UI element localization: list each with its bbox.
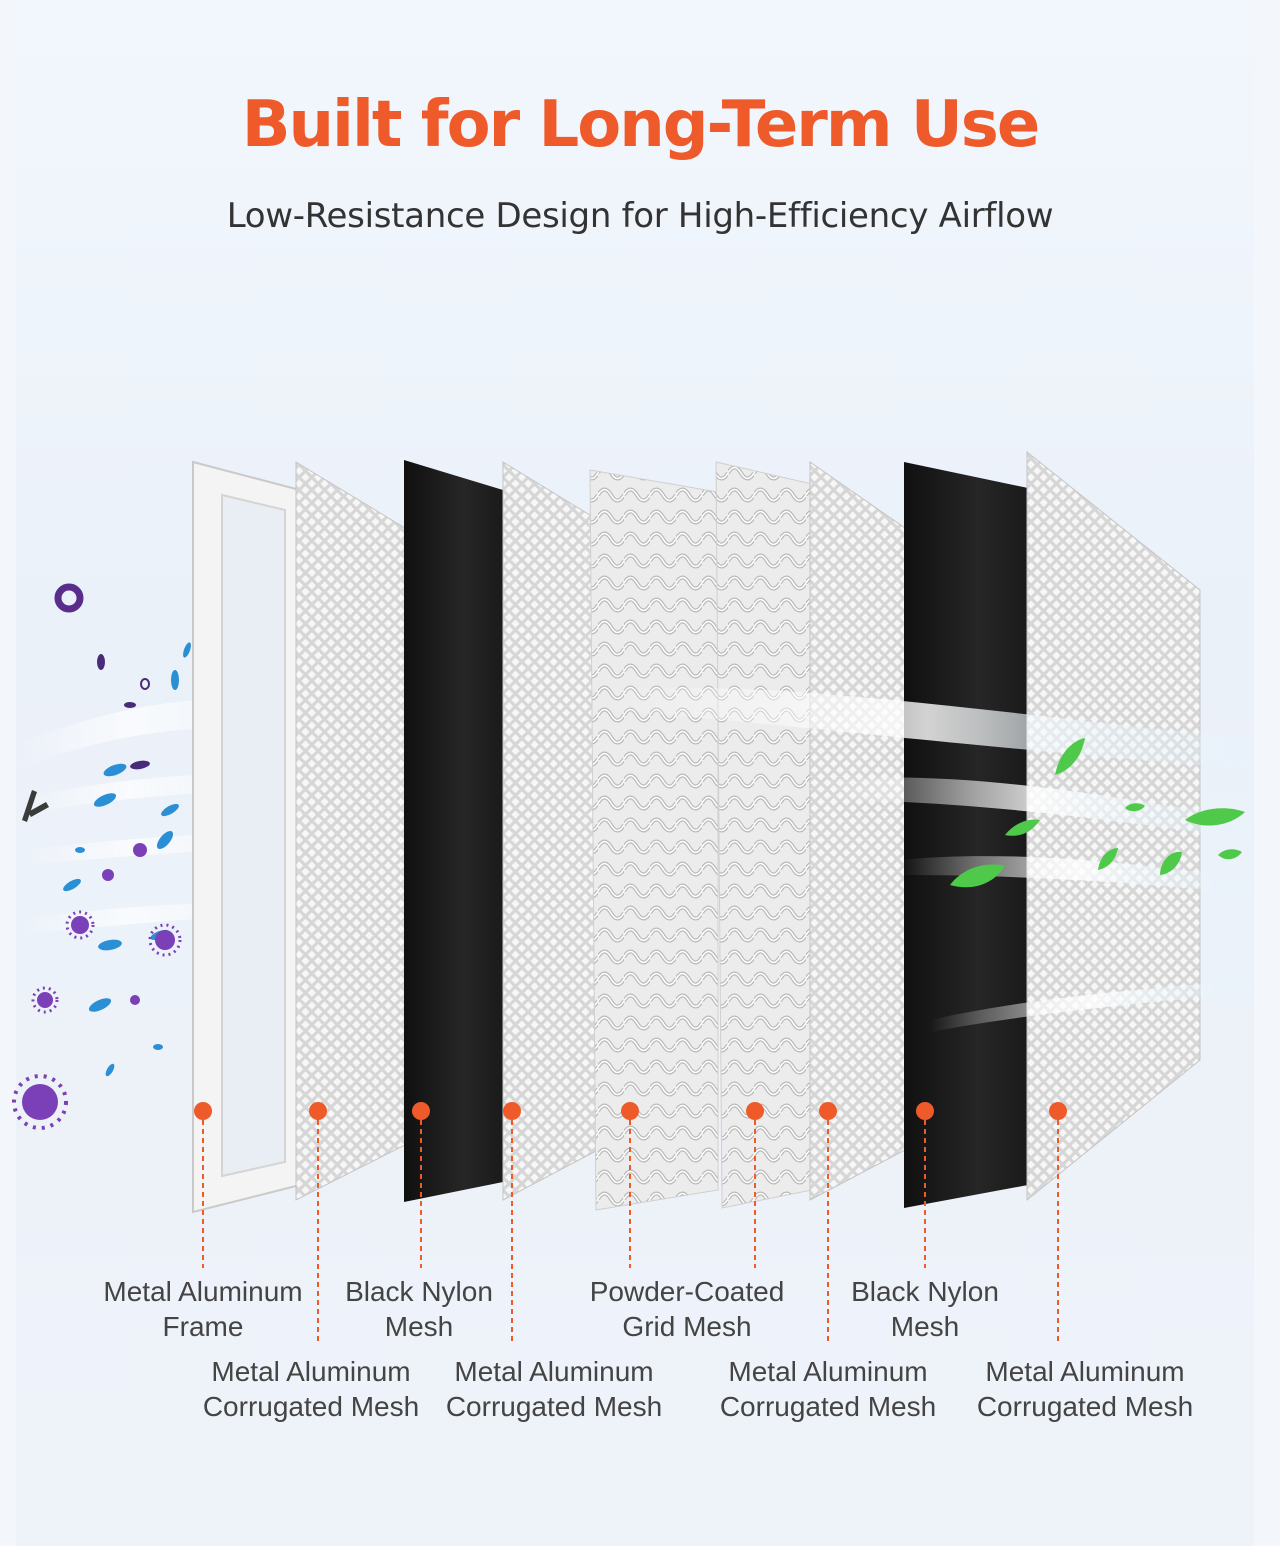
callout-nylon-2 [916, 1102, 934, 1268]
layer-corrugated-mesh-4 [1026, 450, 1201, 1202]
leaf-icon [950, 738, 1245, 888]
callout-mesh-2 [503, 1102, 521, 1345]
layer-corrugated-mesh-3 [809, 461, 906, 1201]
callout-mesh-1 [309, 1102, 327, 1345]
callout-grid-a [621, 1102, 639, 1268]
callout-mesh-3 [819, 1102, 837, 1345]
layer-corrugated-mesh-2 [502, 461, 599, 1201]
layer-black-nylon-1 [404, 460, 503, 1202]
callout-grid-b [746, 1102, 764, 1268]
page-title: Built for Long-Term Use [241, 88, 1041, 162]
page-subtitle: Low-Resistance Design for High-Efficienc… [226, 196, 1054, 236]
callout-nylon-1 [412, 1102, 430, 1268]
layer-corrugated-mesh-1 [295, 461, 406, 1201]
callout-markers [194, 1102, 1067, 1345]
layer-aluminum-frame [192, 460, 301, 1214]
callout-frame [194, 1102, 212, 1268]
layer-powder-coated-grid [589, 461, 813, 1211]
callout-mesh-4 [1049, 1102, 1067, 1345]
